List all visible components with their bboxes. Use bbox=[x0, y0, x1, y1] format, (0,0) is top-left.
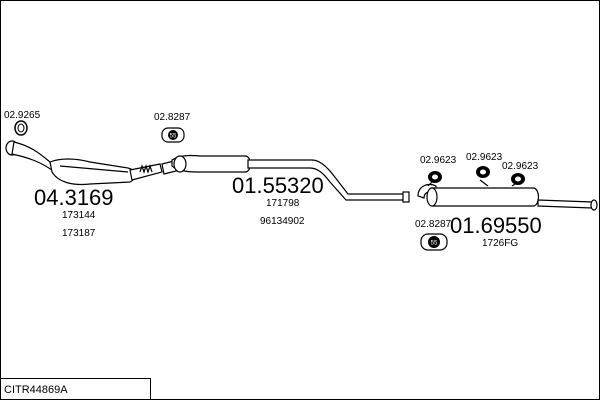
rear-ref-1: 1726FG bbox=[482, 238, 518, 249]
rear-code: 01.69550 bbox=[450, 213, 542, 238]
diagram-title: CITR44869A bbox=[4, 384, 68, 396]
catalyst-ref-1: 173144 bbox=[62, 210, 96, 221]
catalyst-spring bbox=[139, 164, 153, 174]
middle-ref-1: 171798 bbox=[266, 198, 300, 209]
front-clamp-part[interactable]: 55 bbox=[161, 127, 185, 143]
front-clamp-code: 02.8287 bbox=[154, 112, 191, 123]
middle-ref-2: 96134902 bbox=[260, 216, 305, 227]
catalyst-ref-2: 173187 bbox=[62, 228, 96, 239]
rear-tail-pipe bbox=[537, 199, 593, 209]
hanger-c-part[interactable] bbox=[511, 173, 525, 187]
rear-silencer-end bbox=[426, 187, 438, 207]
rear-silencer bbox=[426, 187, 540, 207]
hanger-b-code: 02.9623 bbox=[466, 152, 503, 163]
rear-part[interactable] bbox=[417, 183, 598, 211]
rear-clamp-part[interactable]: 55 bbox=[420, 233, 448, 251]
svg-text:55: 55 bbox=[431, 241, 438, 247]
hanger-a-part[interactable] bbox=[427, 171, 442, 187]
middle-silencer-end bbox=[173, 155, 187, 173]
svg-text:55: 55 bbox=[170, 134, 177, 140]
hanger-b-part[interactable] bbox=[476, 166, 490, 187]
rear-clamp-code: 02.8287 bbox=[415, 219, 452, 230]
hanger-c-code: 02.9623 bbox=[502, 161, 539, 172]
catalyst-seam bbox=[59, 165, 129, 173]
rear-tail-end bbox=[590, 199, 598, 211]
cat-mount-gasket[interactable] bbox=[14, 120, 28, 136]
hanger-a-code: 02.9623 bbox=[420, 155, 457, 166]
middle-part[interactable] bbox=[161, 154, 410, 203]
catalyst-part[interactable] bbox=[5, 140, 163, 186]
cat-mount-code: 02.9265 bbox=[4, 110, 41, 121]
middle-code: 01.55320 bbox=[232, 173, 324, 198]
catalyst-inlet-pipe bbox=[11, 141, 53, 172]
middle-pipe-end bbox=[402, 191, 410, 203]
catalyst-code: 04.3169 bbox=[34, 185, 114, 210]
